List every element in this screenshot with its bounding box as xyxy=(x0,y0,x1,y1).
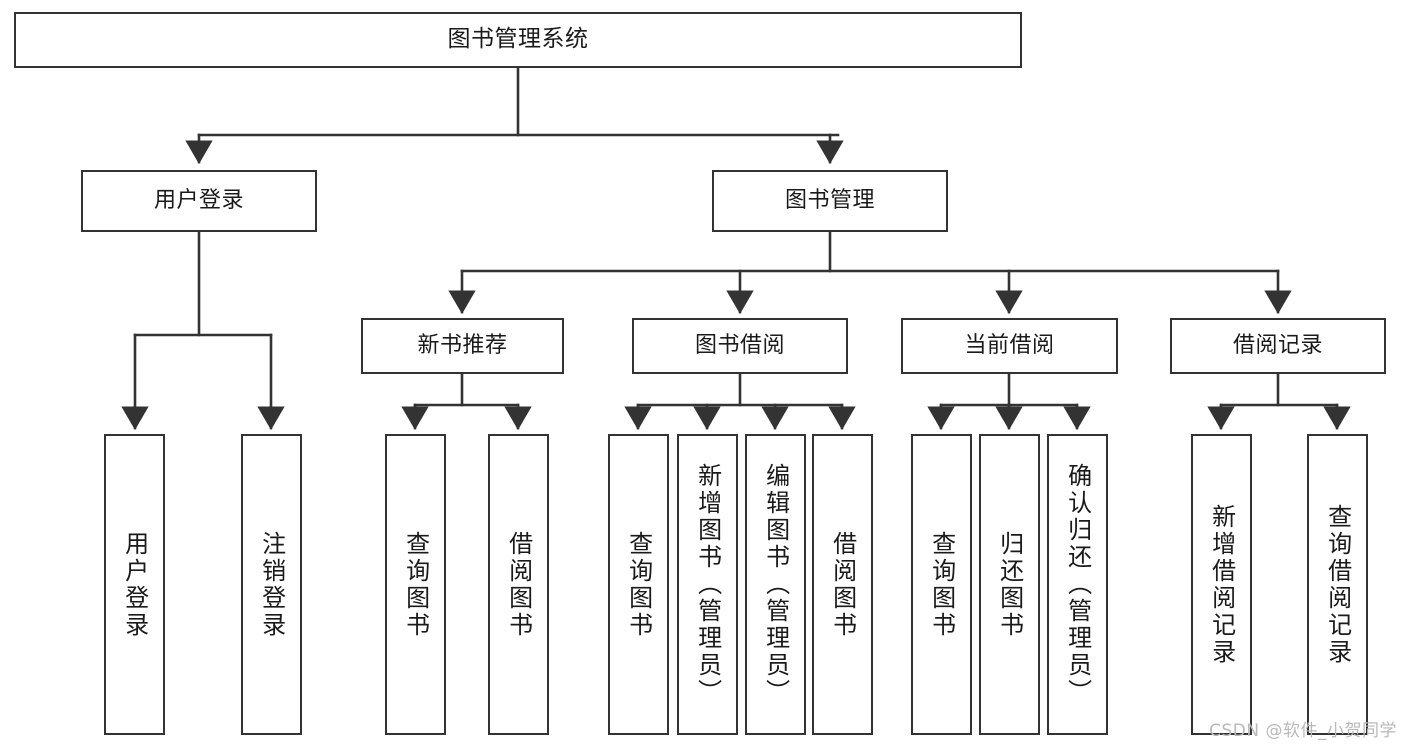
node-current-borrow[interactable]: 当前借阅 xyxy=(901,318,1118,374)
node-leaf-edit-book[interactable]: 编辑图书（管理员） xyxy=(745,434,806,735)
node-leaf-return-book[interactable]: 归还图书 xyxy=(979,434,1040,735)
node-label: 编辑图书（管理员） xyxy=(761,463,790,706)
node-new-book-recommend[interactable]: 新书推荐 xyxy=(361,318,564,374)
node-label: 归还图书 xyxy=(995,530,1024,639)
node-label: 借阅图书 xyxy=(504,530,533,639)
node-label: 查询借阅记录 xyxy=(1323,503,1352,666)
node-leaf-borrow-book-1[interactable]: 借阅图书 xyxy=(488,434,549,735)
node-label: 查询图书 xyxy=(927,530,956,639)
node-label: 图书借阅 xyxy=(694,332,785,358)
node-leaf-borrow-book-2[interactable]: 借阅图书 xyxy=(812,434,873,735)
node-leaf-query-book-2[interactable]: 查询图书 xyxy=(608,434,669,735)
node-label: 新增图书（管理员） xyxy=(693,463,722,706)
node-leaf-query-book-3[interactable]: 查询图书 xyxy=(911,434,972,735)
node-borrow-record[interactable]: 借阅记录 xyxy=(1170,318,1386,374)
node-label: 当前借阅 xyxy=(964,332,1055,358)
node-label: 查询图书 xyxy=(624,530,653,639)
node-book-borrow[interactable]: 图书借阅 xyxy=(632,318,848,374)
node-label: 查询图书 xyxy=(401,530,430,639)
node-root-book-management-system[interactable]: 图书管理系统 xyxy=(14,12,1022,68)
node-leaf-add-record[interactable]: 新增借阅记录 xyxy=(1191,434,1252,735)
node-book-management[interactable]: 图书管理 xyxy=(712,170,948,232)
node-label: 新增借阅记录 xyxy=(1207,503,1236,666)
node-label: 确认归还（管理员） xyxy=(1063,463,1092,706)
node-leaf-user-login[interactable]: 用户登录 xyxy=(104,434,165,735)
node-label: 借阅图书 xyxy=(828,530,857,639)
node-label: 注销登录 xyxy=(257,530,286,639)
node-leaf-confirm-return[interactable]: 确认归还（管理员） xyxy=(1047,434,1108,735)
node-label: 借阅记录 xyxy=(1232,332,1323,358)
node-label: 图书管理 xyxy=(784,187,875,213)
node-leaf-logout-login[interactable]: 注销登录 xyxy=(241,434,302,735)
node-label: 新书推荐 xyxy=(417,332,508,358)
node-label: 图书管理系统 xyxy=(447,26,589,53)
node-leaf-query-book-1[interactable]: 查询图书 xyxy=(385,434,446,735)
node-label: 用户登录 xyxy=(120,530,149,639)
node-label: 用户登录 xyxy=(153,187,244,213)
node-leaf-query-record[interactable]: 查询借阅记录 xyxy=(1307,434,1368,735)
node-user-login[interactable]: 用户登录 xyxy=(81,170,317,232)
node-leaf-add-book[interactable]: 新增图书（管理员） xyxy=(677,434,738,735)
